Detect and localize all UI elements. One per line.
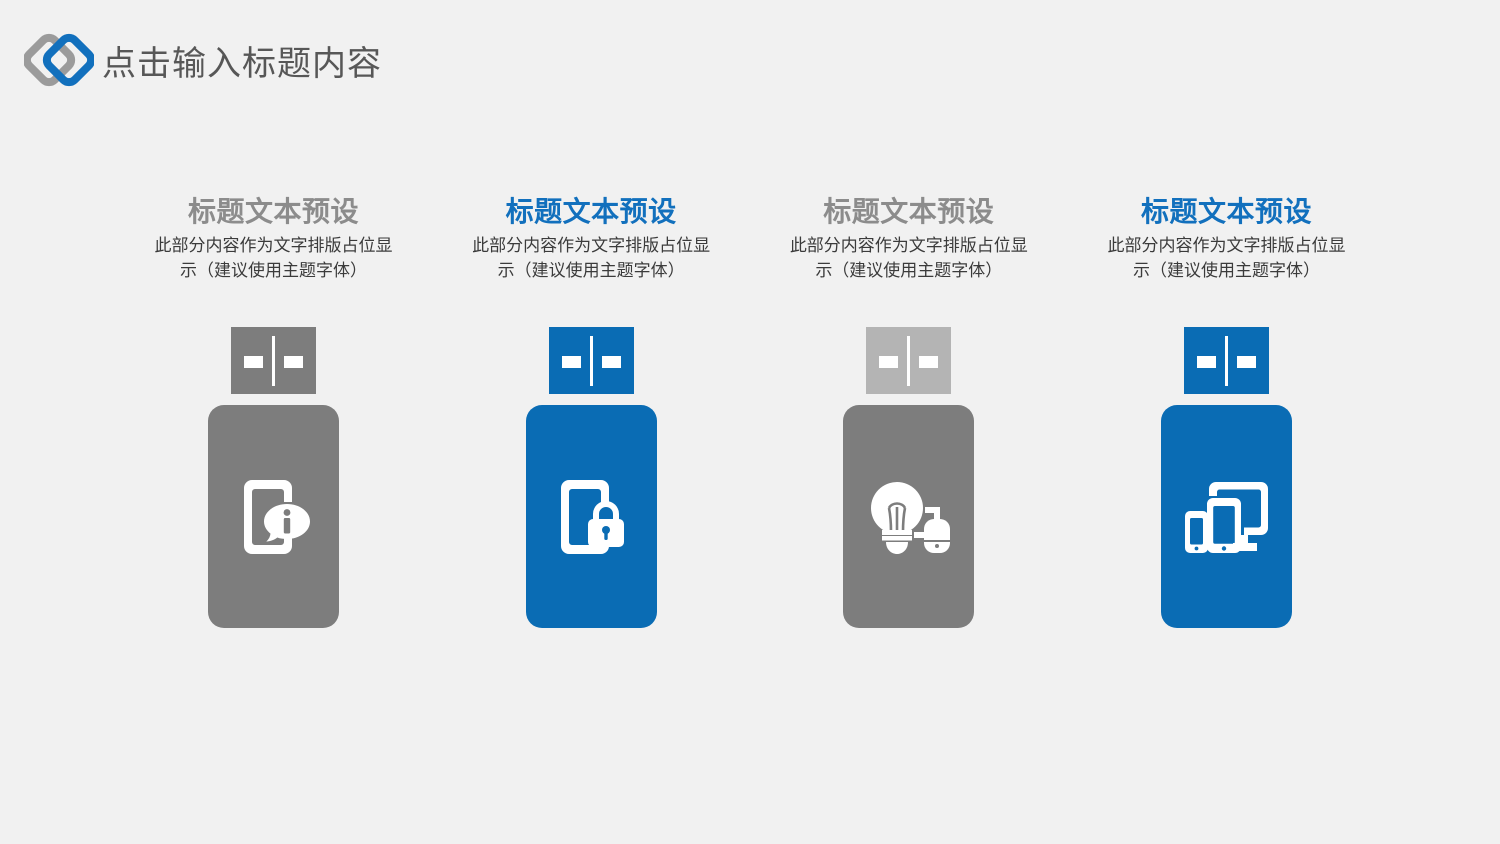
multi-device-responsive-icon — [1185, 481, 1269, 553]
usb-connector-pin-right — [601, 356, 621, 369]
overlapping-diamonds-logo — [24, 33, 94, 87]
page-title: 点击输入标题内容 — [102, 44, 382, 83]
usb-drive-3[interactable] — [843, 327, 975, 629]
content-column-2[interactable]: 标题文本预设 此部分内容作为文字排版占位显示（建议使用主题字体） — [463, 196, 720, 629]
content-column-1[interactable]: 标题文本预设 此部分内容作为文字排版占位显示（建议使用主题字体） — [145, 196, 402, 629]
content-columns: 标题文本预设 此部分内容作为文字排版占位显示（建议使用主题字体） — [145, 196, 1355, 629]
usb-connector-pin-right — [284, 356, 303, 369]
content-column-3[interactable]: 标题文本预设 此部分内容作为文字排版占位显示（建议使用主题字体） — [780, 196, 1037, 629]
slide-header: 点击输入标题内容 — [24, 28, 382, 92]
column-4-title: 标题文本预设 — [1140, 196, 1312, 227]
column-2-body: 此部分内容作为文字排版占位显示（建议使用主题字体） — [472, 236, 711, 280]
usb-connector-4 — [1183, 327, 1269, 395]
usb-drive-2[interactable] — [525, 327, 657, 629]
usb-connector-pin-left — [244, 356, 263, 369]
phone-lock-icon — [561, 479, 625, 554]
usb-connector-pin-left — [561, 356, 581, 369]
usb-connector-pin-right — [919, 356, 939, 369]
usb-connector-slot — [272, 336, 275, 387]
column-3-title: 标题文本预设 — [823, 196, 995, 227]
phone-info-bubble-icon — [243, 479, 310, 554]
usb-connector-slot — [907, 336, 911, 387]
column-1-title: 标题文本预设 — [187, 196, 359, 227]
usb-connector-pin-right — [1236, 356, 1256, 369]
usb-connector-3 — [866, 327, 952, 395]
usb-connector-2 — [548, 327, 634, 395]
usb-drive-1[interactable] — [208, 327, 339, 629]
usb-connector-slot — [589, 336, 593, 387]
lightbulb-spray-icon — [870, 481, 950, 554]
usb-drive-4[interactable] — [1160, 327, 1292, 629]
usb-body-4[interactable] — [1160, 405, 1292, 629]
usb-connector-pin-left — [879, 356, 899, 369]
usb-body-1[interactable] — [208, 405, 339, 629]
usb-connector-1 — [231, 327, 316, 395]
column-3-body: 此部分内容作为文字排版占位显示（建议使用主题字体） — [789, 236, 1028, 280]
usb-body-2[interactable] — [525, 405, 657, 629]
column-1-body: 此部分内容作为文字排版占位显示（建议使用主题字体） — [154, 236, 393, 280]
usb-connector-slot — [1224, 336, 1228, 387]
column-2-title: 标题文本预设 — [505, 196, 677, 227]
usb-body-3[interactable] — [843, 405, 975, 629]
column-4-body: 此部分内容作为文字排版占位显示（建议使用主题字体） — [1107, 236, 1346, 280]
content-column-4[interactable]: 标题文本预设 此部分内容作为文字排版占位显示（建议使用主题字体） — [1098, 196, 1355, 629]
usb-connector-pin-left — [1196, 356, 1216, 369]
